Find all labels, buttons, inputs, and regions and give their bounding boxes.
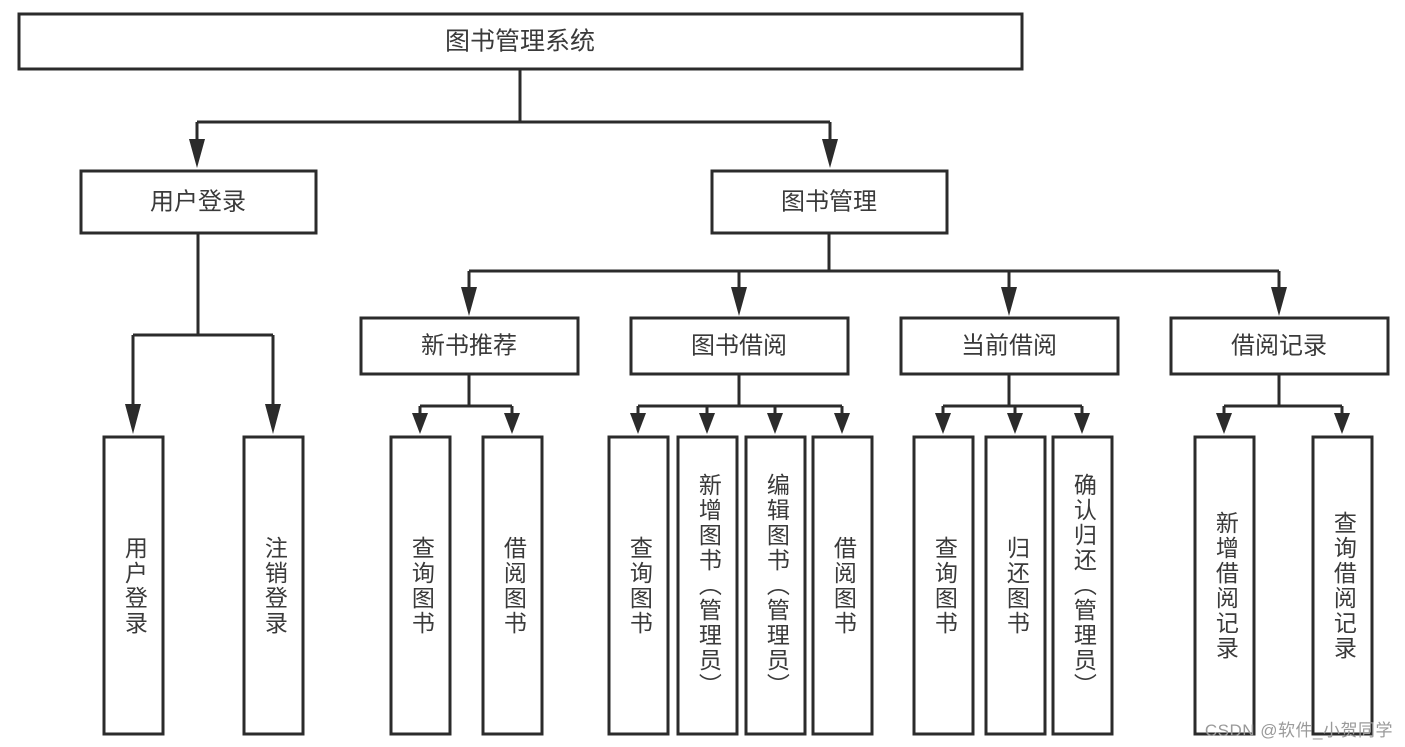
leaf-label: 借阅图书 — [500, 535, 527, 636]
new-book-recommend-label: 新书推荐 — [421, 332, 517, 359]
leaf-box — [242, 435, 305, 736]
connector-root-to-level2 — [189, 69, 838, 168]
leaf-label: 查询图书 — [931, 535, 958, 636]
leaf-label: 查询借阅记录 — [1330, 510, 1357, 661]
leaf-label-container: 新增借阅记录 — [1212, 510, 1239, 661]
leaf-label: 归还图书 — [1003, 535, 1030, 636]
node-user-login[interactable]: 用户登录 — [79, 169, 318, 235]
leaf-label-container: 归还图书 — [1003, 535, 1030, 636]
connector-borrow-record-to-leaves — [1216, 374, 1350, 434]
leaf-label-container: 查询图书 — [408, 535, 435, 636]
leaf-box — [607, 435, 670, 736]
leaf-label: 查询图书 — [626, 535, 653, 636]
leaf-label: 新增图书（管理员） — [695, 473, 722, 698]
node-root[interactable]: 图书管理系统 — [17, 12, 1024, 71]
borrow-record-label: 借阅记录 — [1231, 332, 1327, 359]
leaf-book-borrow-1[interactable]: 新增图书（管理员） — [676, 435, 739, 736]
book-manage-label: 图书管理 — [781, 188, 877, 215]
root-box — [17, 12, 1024, 71]
leaf-label: 查询图书 — [408, 535, 435, 636]
leaf-label-container: 确认归还（管理员） — [1070, 473, 1097, 698]
leaf-box — [389, 435, 452, 736]
root-label: 图书管理系统 — [445, 28, 595, 56]
leaf-user-login-1[interactable]: 注销登录 — [242, 435, 305, 736]
current-borrow-box — [899, 316, 1120, 376]
connector-book-manage-to-level3 — [461, 233, 1287, 316]
leaf-label: 确认归还（管理员） — [1070, 473, 1097, 698]
leaf-book-borrow-2[interactable]: 编辑图书（管理员） — [744, 435, 807, 736]
leaf-label-container: 注销登录 — [261, 535, 288, 636]
leaf-label: 借阅图书 — [830, 535, 857, 636]
node-borrow-record[interactable]: 借阅记录 — [1169, 316, 1390, 376]
leaf-label-container: 借阅图书 — [500, 535, 527, 636]
leaf-label: 用户登录 — [121, 535, 148, 636]
leaf-new-book-recommend-0[interactable]: 查询图书 — [389, 435, 452, 736]
leaf-new-book-recommend-1[interactable]: 借阅图书 — [481, 435, 544, 736]
connector-new-book-recommend-to-leaves — [412, 374, 520, 434]
leaf-box — [912, 435, 975, 736]
leaf-box — [676, 435, 739, 736]
node-current-borrow[interactable]: 当前借阅 — [899, 316, 1120, 376]
leaf-current-borrow-2[interactable]: 确认归还（管理员） — [1051, 435, 1114, 736]
leaf-label-container: 查询图书 — [626, 535, 653, 636]
arrow-to-book-manage — [822, 139, 838, 168]
leaf-label-container: 借阅图书 — [830, 535, 857, 636]
current-borrow-label: 当前借阅 — [961, 332, 1057, 359]
leaf-borrow-record-1[interactable]: 查询借阅记录 — [1311, 435, 1374, 736]
connector-user-login-to-leaves — [125, 233, 281, 434]
leaf-box — [984, 435, 1047, 736]
leaf-label: 注销登录 — [261, 535, 288, 636]
leaf-label-container: 查询借阅记录 — [1330, 510, 1357, 661]
leaf-book-borrow-3[interactable]: 借阅图书 — [811, 435, 874, 736]
node-book-borrow[interactable]: 图书借阅 — [629, 316, 850, 376]
leaf-label: 编辑图书（管理员） — [763, 473, 790, 698]
leaf-label-container: 查询图书 — [931, 535, 958, 636]
leaf-box — [1193, 435, 1256, 736]
leaf-label-container: 用户登录 — [121, 535, 148, 636]
leaf-box — [1051, 435, 1114, 736]
arrow-to-user-login — [189, 139, 205, 168]
leaf-label-container: 编辑图书（管理员） — [763, 473, 790, 698]
leaf-box — [811, 435, 874, 736]
leaf-current-borrow-1[interactable]: 归还图书 — [984, 435, 1047, 736]
leaf-user-login-0[interactable]: 用户登录 — [102, 435, 165, 736]
leaf-box — [744, 435, 807, 736]
node-new-book-recommend[interactable]: 新书推荐 — [359, 316, 580, 376]
book-borrow-label: 图书借阅 — [691, 332, 787, 359]
connector-book-borrow-to-leaves — [630, 374, 850, 434]
leaf-box — [1311, 435, 1374, 736]
node-book-manage[interactable]: 图书管理 — [710, 169, 949, 235]
user-login-box — [79, 169, 318, 235]
connector-current-borrow-to-leaves — [935, 374, 1090, 434]
user-login-label: 用户登录 — [150, 188, 246, 215]
leaf-current-borrow-0[interactable]: 查询图书 — [912, 435, 975, 736]
leaf-book-borrow-0[interactable]: 查询图书 — [607, 435, 670, 736]
leaf-label: 新增借阅记录 — [1212, 510, 1239, 661]
leaf-box — [102, 435, 165, 736]
leaf-label-container: 新增图书（管理员） — [695, 473, 722, 698]
leaf-box — [481, 435, 544, 736]
leaf-borrow-record-0[interactable]: 新增借阅记录 — [1193, 435, 1256, 736]
new-book-recommend-box — [359, 316, 580, 376]
